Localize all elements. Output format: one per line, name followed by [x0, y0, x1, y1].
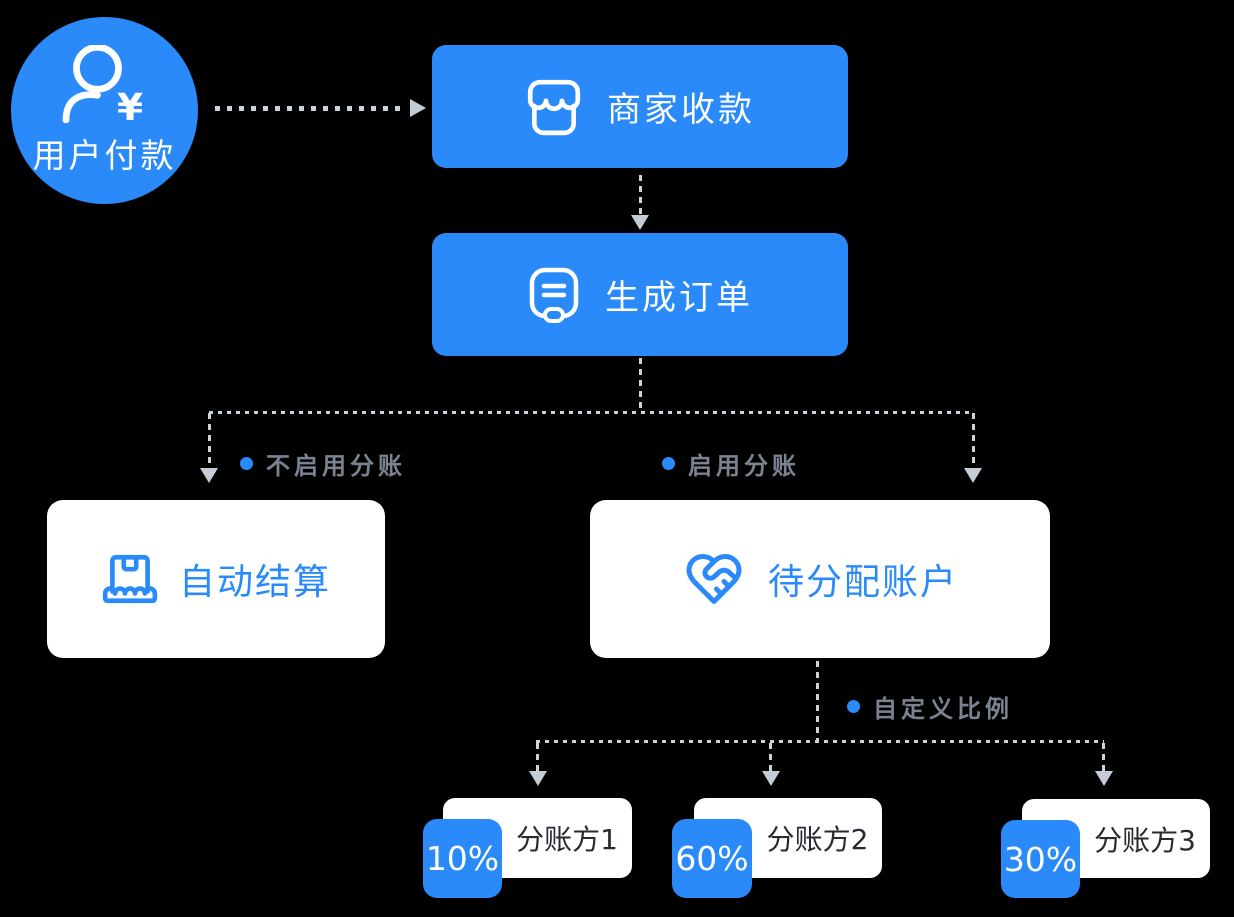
arrowhead-down-icon [1095, 771, 1113, 786]
node-label: 待分配账户 [767, 562, 958, 603]
node-label: 生成订单 [605, 278, 753, 318]
party-percent: 60% [675, 839, 749, 878]
party-label: 分账方1 [516, 823, 618, 856]
branch-label-custom-ratio: 自定义比例 [847, 689, 1013, 724]
user-yen-icon: ¥ [62, 44, 143, 123]
connector-branch-right [972, 413, 975, 468]
branch-label-text: 自定义比例 [873, 695, 1013, 723]
heart-handshake-icon [686, 554, 742, 604]
connector-to-party-3 [1102, 743, 1105, 772]
connector-user-to-merchant [215, 106, 407, 111]
node-generate-order: 生成订单 [432, 233, 848, 356]
node-label: 用户付款 [32, 135, 177, 175]
package-icon [102, 554, 158, 604]
party-label: 分账方2 [766, 823, 869, 856]
arrowhead-right-icon [410, 99, 426, 117]
order-receipt-icon [529, 267, 579, 323]
branch-label-split: 启用分账 [662, 446, 800, 481]
party-percent-badge-3: 30% [1001, 820, 1080, 898]
node-label: 自动结算 [178, 562, 331, 603]
storefront-icon [527, 79, 581, 135]
connector-order-to-branch [639, 358, 642, 412]
bullet-dot-icon [662, 457, 675, 470]
node-pending-allocation: 待分配账户 [590, 500, 1050, 658]
arrowhead-down-icon [631, 215, 649, 230]
party-percent-badge-1: 10% [423, 819, 502, 898]
connector-merchant-to-order [639, 175, 642, 215]
connector-to-party-1 [536, 743, 539, 772]
branch-label-text: 不启用分账 [266, 452, 406, 480]
party-label: 分账方3 [1094, 823, 1196, 857]
arrowhead-down-icon [762, 771, 780, 786]
node-label: 商家收款 [607, 90, 755, 130]
arrowhead-down-icon [200, 468, 218, 483]
connector-to-party-2 [769, 743, 772, 772]
node-auto-settlement: 自动结算 [47, 500, 385, 658]
branch-label-no-split: 不启用分账 [240, 446, 406, 481]
connector-pending-to-ratio [816, 661, 819, 740]
party-percent-badge-2: 60% [672, 819, 752, 898]
node-merchant-receive: 商家收款 [432, 45, 848, 168]
party-percent: 10% [425, 839, 500, 878]
branch-bar [209, 411, 974, 414]
svg-text:¥: ¥ [117, 85, 143, 123]
bullet-dot-icon [240, 457, 253, 470]
arrowhead-down-icon [964, 468, 982, 483]
node-user-payment: ¥ 用户付款 [11, 17, 198, 204]
arrowhead-down-icon [529, 771, 547, 786]
bullet-dot-icon [847, 700, 860, 713]
ratio-bar [536, 740, 1104, 743]
branch-label-text: 启用分账 [688, 452, 800, 480]
party-percent: 30% [1003, 839, 1078, 879]
connector-branch-left [208, 413, 211, 468]
